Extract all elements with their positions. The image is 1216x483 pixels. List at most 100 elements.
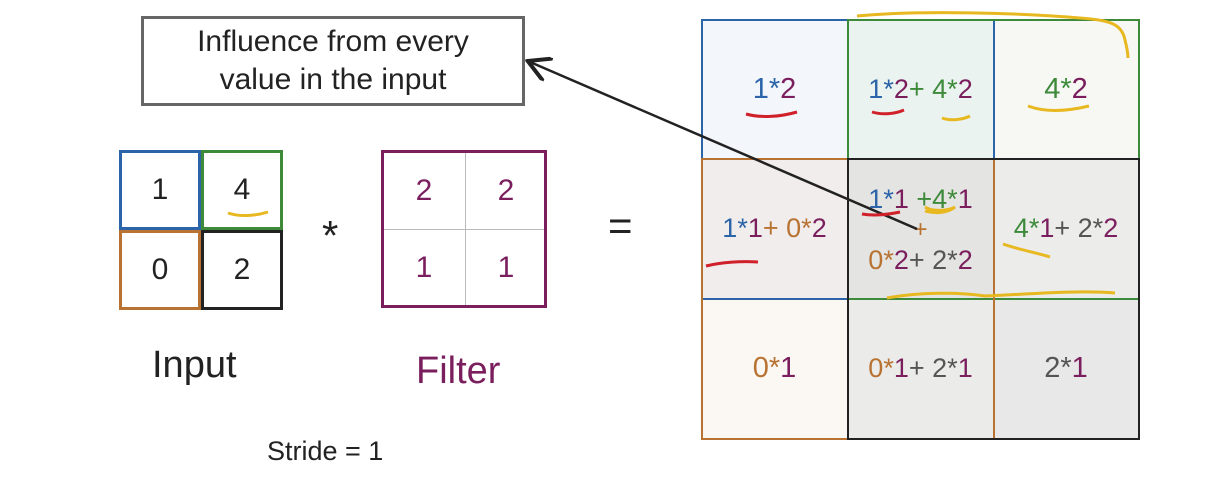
input-cell-0-0: 1: [119, 150, 201, 230]
output-cell-2-0: 0*1: [701, 298, 848, 439]
expr-token: 4: [932, 184, 948, 214]
output-cell-0-0: 1*2: [701, 19, 848, 159]
expr-token: *: [801, 213, 812, 243]
expr-token: 2: [957, 73, 973, 104]
output-cell-2-2: 2*1: [993, 298, 1139, 439]
output-bg-2-2: [993, 298, 1139, 439]
equals-operator: =: [608, 202, 633, 249]
filter-label: Filter: [416, 350, 501, 392]
expr-token: 1: [957, 184, 973, 214]
filter-cell-1-1: 1: [497, 251, 515, 284]
expr-token: *: [768, 72, 781, 105]
expr-token: *: [1060, 352, 1072, 384]
yellow-underline-4: [1002, 242, 1051, 259]
output-bg-1-1: [848, 159, 993, 298]
yellow-underline-1: [941, 114, 971, 122]
callout-box: Influence from every value in the input: [141, 16, 525, 106]
yellow-underline-2: [1027, 104, 1090, 112]
expr-token: 1: [780, 352, 797, 384]
expr-token: 1: [1039, 213, 1055, 243]
filter-cell-1-0: 1: [415, 251, 433, 284]
expr-token: 1: [893, 353, 909, 383]
output-bg-2-1: [848, 298, 993, 439]
expr-token: 0: [868, 245, 884, 275]
filter-cell-0-0: 2: [415, 174, 433, 207]
expr-token: 2: [1071, 72, 1088, 105]
expr-token: *: [883, 245, 894, 275]
filter-cell-0-1: 2: [497, 174, 515, 207]
expr-token: 1: [1071, 352, 1088, 384]
expr-token: 1: [868, 184, 884, 214]
output-bg-1-0: [701, 159, 848, 298]
expr-token: +: [908, 245, 933, 275]
expr-token: 1: [868, 73, 884, 104]
callout-arrow: [530, 62, 918, 231]
expr-token: 2: [1044, 352, 1061, 384]
output-cell-1-0: 1*1+ 0*2: [701, 159, 848, 298]
yellow-underline-5: [886, 290, 1116, 300]
expr-token: *: [947, 245, 958, 275]
output-cell-1-1-plus: +: [913, 216, 928, 243]
expr-token: 1: [957, 353, 973, 383]
expr-token: 0: [752, 352, 769, 384]
filter-grid: 2 2 1 1: [381, 150, 547, 308]
output-cell-1-2: 4*1+ 2*2: [993, 159, 1139, 298]
expr-token: 2: [893, 73, 909, 104]
expr-token: *: [883, 73, 894, 104]
expr-token: *: [1060, 72, 1072, 105]
expr-token: 2: [893, 245, 909, 275]
output-cell-1-1: 1*1 +4*1 + 0*2+ 2*2: [848, 162, 993, 298]
region-border-black: [847, 158, 1140, 440]
expr-token: *: [947, 184, 958, 214]
output-bg-1-2: [993, 159, 1139, 298]
convolution-operator: *: [322, 212, 339, 259]
output-bg-0-1: [848, 19, 993, 159]
expr-token: 0: [786, 213, 802, 243]
input-cell-0-1: 4: [201, 150, 283, 230]
expr-token: 4: [1044, 72, 1061, 105]
expr-token: *: [737, 213, 748, 243]
output-bg-0-2: [993, 19, 1139, 159]
input-label: Input: [152, 344, 237, 386]
expr-token: +: [908, 73, 933, 104]
expr-token: *: [1028, 213, 1040, 243]
expr-token: 2: [932, 245, 948, 275]
expr-token: 2: [1103, 213, 1119, 243]
expr-token: 1: [747, 213, 763, 243]
expr-token: 4: [1013, 213, 1029, 243]
yellow-underline-3: [227, 210, 269, 217]
expr-token: 0: [868, 353, 884, 383]
expr-token: +: [762, 213, 787, 243]
expr-token: 4: [932, 73, 948, 104]
expr-token: 1: [752, 72, 769, 105]
expr-token: +: [908, 184, 933, 214]
expr-token: *: [947, 73, 958, 104]
expr-token: *: [947, 353, 958, 383]
expr-token: 2: [932, 353, 948, 383]
input-cell-1-1: 2: [201, 230, 283, 310]
output-bg-2-0: [701, 298, 848, 439]
callout-line-1: Influence from every: [197, 25, 469, 58]
expr-token: 2: [780, 72, 797, 105]
expr-token: *: [883, 353, 894, 383]
expr-token: 2: [811, 213, 827, 243]
expr-token: +: [908, 353, 933, 383]
stride-label: Stride = 1: [267, 436, 384, 466]
expr-token: *: [883, 184, 894, 214]
expr-token: 2: [1077, 213, 1093, 243]
red-underline-4: [705, 260, 759, 268]
input-cell-1-0: 0: [119, 230, 201, 310]
yellow-squiggle: [924, 205, 956, 215]
callout-line-2: value in the input: [219, 63, 447, 96]
expr-token: +: [1054, 213, 1078, 243]
red-underline-3: [861, 210, 901, 217]
expr-token: 2: [957, 245, 973, 275]
output-cell-0-2: 4*2: [993, 19, 1139, 159]
yellow-stroke-top: [856, 11, 1130, 59]
output-cell-2-1: 0*1+ 2*1: [848, 298, 993, 439]
output-cell-0-1: 1*2+ 4*2: [848, 19, 993, 159]
red-underline-1: [745, 110, 798, 118]
expr-token: *: [1092, 213, 1104, 243]
output-bg-0-0: [701, 19, 848, 159]
